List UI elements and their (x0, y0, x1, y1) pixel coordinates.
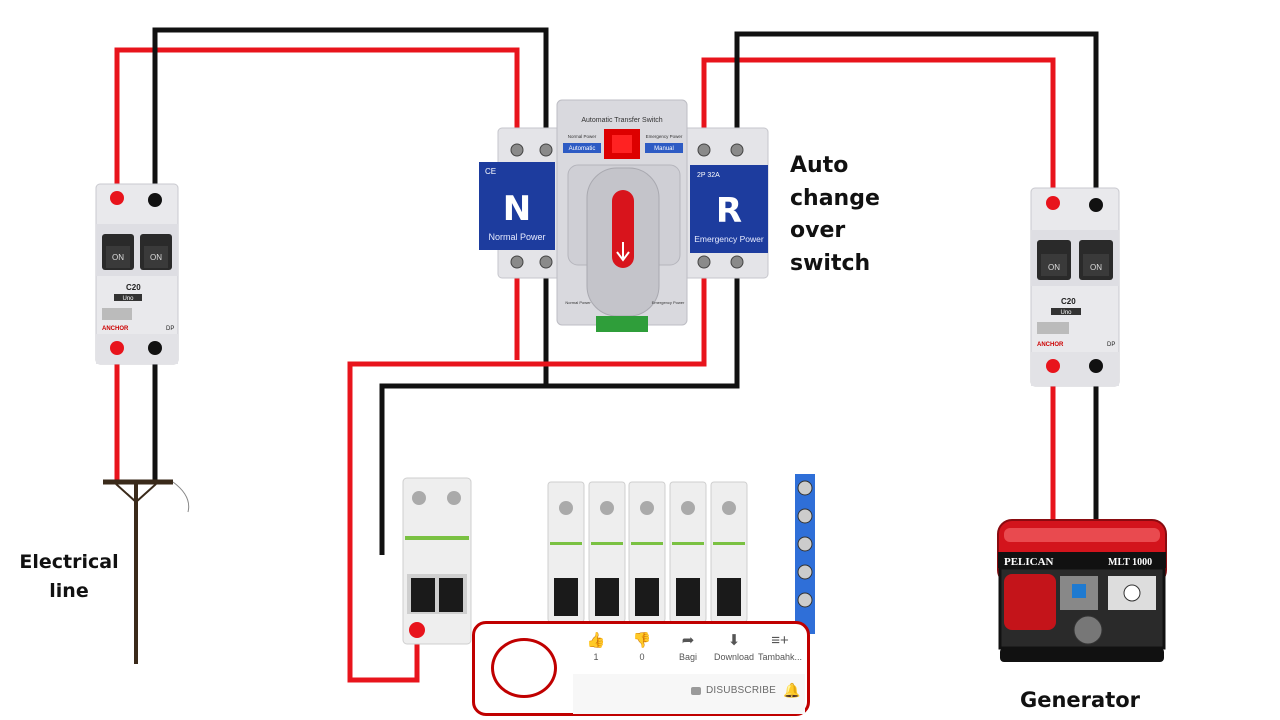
ats-caption: Auto change over switch (790, 150, 880, 280)
breaker-maker: ANCHOR (1037, 342, 1064, 348)
gen-breaker-terminal-neutral-in (1089, 198, 1103, 212)
breaker-brand: Uno (1060, 310, 1072, 316)
video-actions-bar: 👍 1 👎 0 ➦ Bagi ⬇ Download ≡+ Tambahk... (573, 630, 803, 670)
dislike-count: 0 (639, 652, 645, 662)
ats-normal-panel (479, 162, 555, 250)
gen-breaker-terminal-neutral-out (1089, 359, 1103, 373)
generator-model: MLT 1000 (1108, 557, 1152, 568)
breaker-on-label-l: ON (1048, 263, 1060, 272)
youtube-play-icon (691, 687, 701, 695)
wiring (114, 27, 1099, 683)
neutral-bus-bar (795, 474, 815, 634)
share-label: Bagi (678, 652, 697, 662)
like-count: 1 (593, 652, 599, 662)
breaker-dp: DP (166, 326, 174, 332)
generator-brand: PELICAN (1004, 556, 1054, 568)
add-to-playlist-icon: ≡+ (771, 632, 789, 649)
grid-breaker-terminal-neutral-in (148, 193, 162, 207)
gen-breaker-terminal-live-out (1046, 359, 1060, 373)
main-mcb-terminal (409, 622, 425, 638)
breaker-on-label-l: ON (112, 253, 124, 262)
breaker-on-label-r: ON (1090, 263, 1102, 272)
ats-mode-manual: Manual (654, 146, 674, 152)
ats-rating: 2P 32A (697, 172, 720, 179)
grid-breaker-terminal-neutral-out (148, 341, 162, 355)
ats-ce-mark: CE (485, 167, 496, 176)
neutral-wire-grid-to-ats (152, 27, 549, 200)
thumbs-up-icon: 👍 (586, 632, 606, 649)
grid-breaker-terminal-live-out (110, 341, 124, 355)
add-to-playlist-button[interactable]: ≡+ Tambahk... (757, 630, 803, 670)
line-caption-line: Electrical (19, 551, 119, 573)
branch-mcbs (547, 481, 748, 623)
ats-emergency-panel (690, 165, 768, 253)
ats-bottom-left: Normal Power (565, 300, 591, 305)
generator-breaker: ON ON C20 Uno ANCHOR DP (1030, 187, 1120, 387)
generator-unit: PELICAN MLT 1000 (997, 519, 1167, 662)
utility-pole (103, 479, 190, 664)
subscribed-label: DISUBSCRIBE (706, 685, 776, 696)
ats-caption-line: Auto (790, 153, 849, 178)
live-wire-ats-to-generator-breaker (701, 57, 1056, 203)
dislike-button[interactable]: 👎 0 (619, 630, 665, 670)
breaker-dp: DP (1107, 342, 1115, 348)
breaker-brand: Uno (122, 296, 134, 302)
ats-n-letter: N (503, 189, 531, 229)
gen-breaker-terminal-live-in (1046, 196, 1060, 210)
ats-mode-auto: Automatic (569, 146, 596, 152)
auto-transfer-switch: Automatic Transfer Switch Normal Power E… (479, 99, 769, 332)
share-icon: ➦ (681, 632, 695, 649)
neutral-wire-ats-to-generator-breaker (734, 31, 1099, 205)
line-caption-line: line (49, 580, 89, 602)
breaker-on-label-r: ON (150, 253, 162, 262)
live-wire-ats-out-r (347, 262, 707, 683)
ats-r-text: Emergency Power (694, 234, 764, 244)
ats-r-letter: R (716, 191, 742, 231)
share-button[interactable]: ➦ Bagi (665, 630, 711, 670)
ats-right-status: Emergency Power (646, 134, 683, 139)
download-button[interactable]: ⬇ Download (711, 630, 757, 670)
grid-breaker: ON ON C20 Uno ANCHOR DP (95, 183, 179, 365)
ats-terminals (510, 143, 744, 269)
generator-caption: Generator (1020, 688, 1141, 712)
breaker-rating: C20 (1061, 297, 1076, 306)
grid-breaker-terminal-live-in (110, 191, 124, 205)
bell-icon[interactable]: 🔔 (783, 682, 801, 698)
subscribe-bar[interactable]: DISUBSCRIBE 🔔 (573, 674, 805, 714)
breaker-rating: C20 (126, 283, 141, 292)
breaker-maker: ANCHOR (102, 326, 129, 332)
electrical-line-caption: Electrical line (14, 548, 124, 606)
ats-caption-line: change (790, 185, 880, 211)
live-wire-grid-to-ats (114, 47, 520, 198)
add-to-playlist-label: Tambahk... (757, 652, 803, 662)
channel-avatar-highlight[interactable] (491, 638, 557, 698)
ats-n-text: Normal Power (488, 232, 545, 242)
ats-left-status: Normal Power (568, 134, 597, 139)
ats-bottom-right: Emergency Power (652, 300, 685, 305)
ats-caption-line: switch (790, 250, 871, 276)
ats-header: Automatic Transfer Switch (581, 117, 662, 124)
youtube-action-overlay: 👍 1 👎 0 ➦ Bagi ⬇ Download ≡+ Tambahk... … (472, 621, 810, 716)
download-icon: ⬇ (727, 632, 741, 649)
ats-caption-line: over (790, 218, 846, 243)
download-label: Download (713, 652, 755, 662)
main-mcb (402, 477, 472, 645)
neutral-wire-ats-out-r (379, 262, 740, 555)
thumbs-down-icon: 👎 (632, 632, 652, 649)
like-button[interactable]: 👍 1 (573, 630, 619, 670)
